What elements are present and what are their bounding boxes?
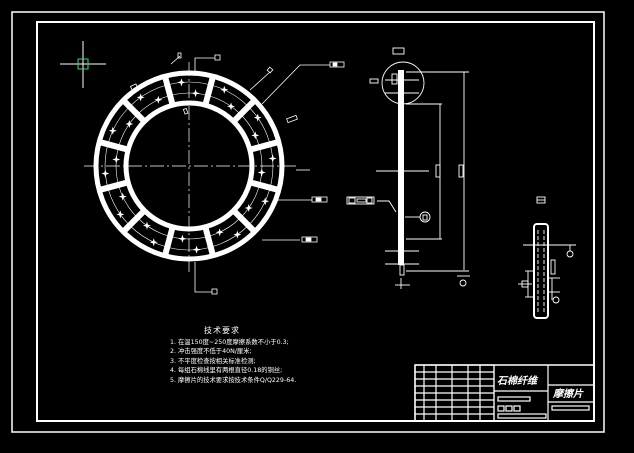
rivet-mark-icon xyxy=(253,113,262,122)
requirement-item: 4. 每组石棉线里有两根直径0.18的铜丝; xyxy=(170,367,283,374)
segment-divider xyxy=(98,179,129,193)
rivet-mark-icon xyxy=(227,102,236,111)
title-block-material: 石棉纤维 xyxy=(497,376,537,387)
detail-section-view xyxy=(518,196,576,319)
inner-border xyxy=(36,21,595,422)
rivet-mark-icon xyxy=(118,192,127,201)
technical-requirements: 技术要求 1. 在温150度~250度摩擦系数不小于0.3; 2. 冲击强度不低… xyxy=(170,326,296,385)
segment-divider xyxy=(231,98,257,124)
rivet-mark-icon xyxy=(142,221,151,230)
title-block-part-name: 摩擦片 xyxy=(553,389,583,400)
segment-divider xyxy=(121,208,147,234)
segment-divider xyxy=(249,179,280,193)
rivet-mark-icon xyxy=(191,89,200,98)
rivet-mark-icon xyxy=(149,238,158,247)
rivet-mark-icon xyxy=(268,154,277,163)
ring-annotations xyxy=(129,52,345,295)
segment-divider xyxy=(121,98,147,124)
rivet-mark-icon xyxy=(251,131,260,140)
segment-divider xyxy=(98,139,129,153)
rivet-mark-icon xyxy=(257,168,266,177)
rivet-mark-icon xyxy=(233,230,242,239)
segment-divider xyxy=(162,226,176,257)
title-block xyxy=(414,364,595,422)
rivet-mark-icon xyxy=(116,210,125,219)
requirement-item: 5. 摩擦片的技术要求按技术条件Q/Q229-64. xyxy=(170,376,297,384)
outer-border xyxy=(11,11,605,433)
crosshair-cursor-icon xyxy=(60,41,106,88)
rivet-mark-icon xyxy=(220,85,229,94)
rivet-mark-icon xyxy=(177,78,186,87)
rivet-mark-icon xyxy=(154,95,163,104)
rivet-mark-icon xyxy=(244,204,253,213)
rivet-mark-icon xyxy=(112,155,121,164)
segment-divider xyxy=(202,75,216,106)
rivet-mark-icon xyxy=(101,169,110,178)
rivet-mark-icon xyxy=(136,93,145,102)
rivet-mark-icon xyxy=(125,119,134,128)
rivet-mark-icon xyxy=(261,197,270,206)
rivet-mark-icon xyxy=(192,245,201,254)
segment-divider xyxy=(202,226,216,257)
side-section-view xyxy=(346,47,470,289)
requirement-item: 3. 不平度检查按相关标准检测; xyxy=(170,357,256,365)
requirement-item: 2. 冲击强度不低于40N/厘米; xyxy=(170,348,252,355)
technical-requirements-title: 技术要求 xyxy=(204,326,240,335)
segment-divider xyxy=(249,139,280,153)
rivet-mark-icon xyxy=(215,228,224,237)
segment-divider xyxy=(162,75,176,106)
requirement-item: 1. 在温150度~250度摩擦系数不小于0.3; xyxy=(170,338,289,346)
rivet-mark-icon xyxy=(178,234,187,243)
rivet-mark-icon xyxy=(108,126,117,135)
front-view-ring xyxy=(84,62,296,272)
segment-divider xyxy=(231,208,257,234)
